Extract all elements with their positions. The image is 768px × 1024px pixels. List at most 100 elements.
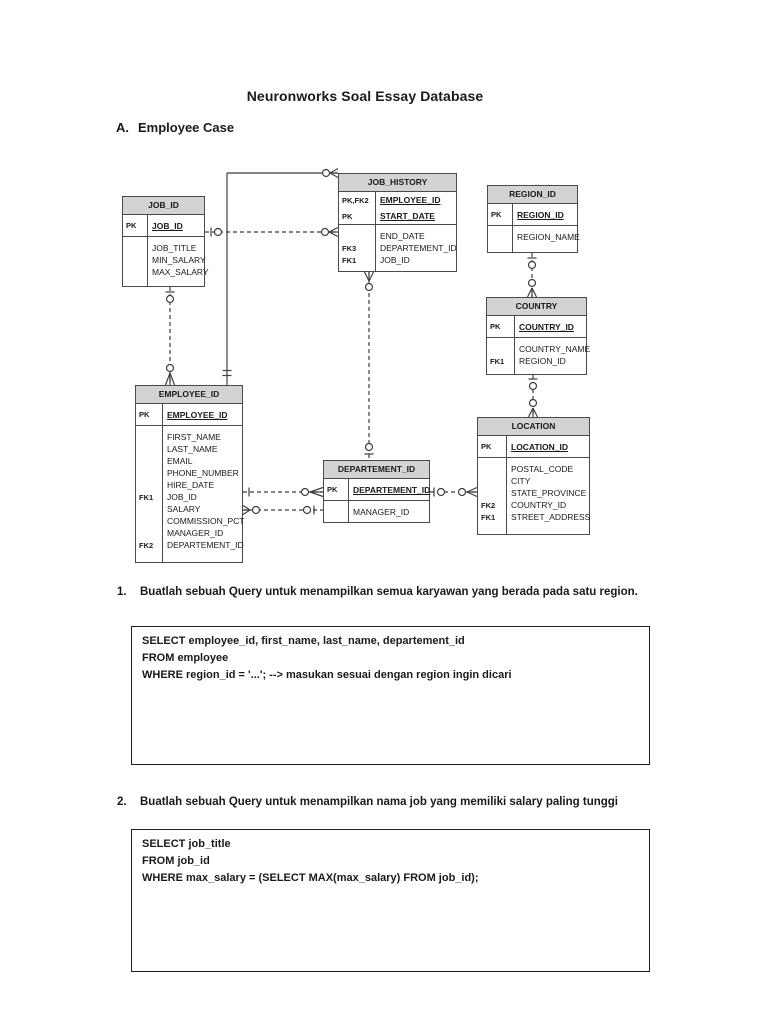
relation-region--country — [526, 253, 538, 298]
er-field-name: SALARY — [167, 504, 201, 514]
er-field-name: START_DATE — [380, 211, 435, 221]
er-table-region-id: REGION_ID PK REGION_ID REGION_NAME — [487, 185, 580, 253]
section-heading: A.Employee Case — [116, 120, 234, 135]
er-field-name: EMPLOYEE_ID — [380, 195, 441, 205]
er-key-label: PK — [490, 322, 501, 331]
er-row: SALARY — [136, 503, 242, 515]
er-field-name: JOB_ID — [152, 220, 183, 231]
er-table-title: COUNTRY — [487, 298, 586, 316]
question-2: 2. Buatlah sebuah Query untuk menampilka… — [117, 795, 618, 809]
er-body-section: REGION_NAME — [488, 226, 580, 243]
er-row: PK REGION_ID — [488, 204, 577, 225]
er-table-title: LOCATION — [478, 418, 589, 436]
er-field-name: REGION_ID — [517, 209, 564, 220]
relation-job-id--employee — [164, 287, 176, 386]
er-row: HIRE_DATE — [136, 479, 242, 491]
er-row: MAX_SALARY — [123, 266, 209, 278]
er-field-name: DEPARTEMENT_ID — [380, 243, 457, 253]
sql-line: WHERE max_salary = (SELECT MAX(max_salar… — [142, 872, 479, 884]
er-key-label: FK2 — [481, 500, 496, 510]
er-row: JOB_TITLE — [123, 242, 204, 254]
sql-answer-box-2: SELECT job_title FROM job_id WHERE max_s… — [131, 829, 650, 972]
er-field-name: END_DATE — [380, 231, 425, 241]
er-field-name: STREET_ADDRESS — [511, 512, 591, 522]
er-field-name: MIN_SALARY — [152, 255, 206, 265]
er-pk-section: PK,FK2 EMPLOYEE_ID PK START_DATE — [339, 192, 456, 225]
er-key-label: PK — [342, 211, 353, 221]
er-row: PHONE_NUMBER — [136, 467, 242, 479]
er-field-name: FIRST_NAME — [167, 432, 221, 442]
section-label: A. — [116, 120, 129, 135]
page-title: Neuronworks Soal Essay Database — [246, 88, 484, 104]
er-key-label: PK — [491, 210, 502, 219]
er-row: STATE_PROVINCE — [478, 487, 589, 499]
er-table-title: JOB_ID — [123, 197, 204, 215]
er-row: PK LOCATION_ID — [478, 436, 589, 457]
er-field-name: JOB_TITLE — [152, 243, 197, 253]
er-field-name: POSTAL_CODE — [511, 464, 574, 474]
er-row: EMAIL — [136, 455, 242, 467]
er-keycol-divider — [348, 478, 349, 522]
er-field-name: COUNTRY_ID — [519, 321, 574, 332]
er-pk-section: PK LOCATION_ID — [478, 436, 589, 458]
er-row: FK2 COUNTRY_ID — [478, 499, 589, 511]
er-key-label: FK1 — [139, 492, 154, 502]
er-key-label: PK — [481, 442, 492, 451]
er-key-label: FK1 — [490, 356, 505, 366]
er-row: FIRST_NAME — [136, 431, 242, 443]
er-row: LAST_NAME — [136, 443, 242, 455]
question-1-number: 1. — [117, 586, 127, 598]
er-field-name: DEPARTEMENT_ID — [167, 540, 244, 550]
er-field-name: LOCATION_ID — [511, 441, 568, 452]
er-key-label: PK — [139, 410, 150, 419]
er-table-title: DEPARTEMENT_ID — [324, 461, 429, 479]
er-field-name: EMAIL — [167, 456, 193, 466]
er-row: FK1 STREET_ADDRESS — [478, 511, 591, 523]
er-pk-section: PK COUNTRY_ID — [487, 316, 586, 338]
er-table-title: EMPLOYEE_ID — [136, 386, 242, 404]
er-keycol-divider — [512, 203, 513, 252]
er-row: COUNTRY_NAME — [487, 343, 590, 355]
er-field-name: CITY — [511, 476, 531, 486]
sql-line: FROM employee — [142, 652, 229, 664]
er-row: REGION_NAME — [488, 231, 580, 243]
er-body-section: MANAGER_ID — [324, 501, 429, 518]
er-row: PK COUNTRY_ID — [487, 316, 586, 337]
er-keycol-divider — [375, 191, 376, 271]
er-field-name: COUNTRY_NAME — [519, 344, 591, 354]
er-field-name: JOB_ID — [380, 255, 410, 265]
question-2-text: Buatlah sebuah Query untuk menampilkan n… — [140, 796, 618, 808]
sql-answer-box-1: SELECT employee_id, first_name, last_nam… — [131, 626, 650, 765]
er-pk-section: PK EMPLOYEE_ID — [136, 404, 242, 426]
question-1-text: Buatlah sebuah Query untuk menampilkan s… — [140, 586, 638, 598]
er-row: PK START_DATE — [339, 208, 456, 224]
er-row: MANAGER_ID — [136, 527, 242, 539]
er-keycol-divider — [162, 403, 163, 562]
er-field-name: COMMISSION_PCT — [167, 516, 245, 526]
er-field-name: JOB_ID — [167, 492, 197, 502]
er-field-name: LAST_NAME — [167, 444, 218, 454]
er-table-employee-id: EMPLOYEE_ID PK EMPLOYEE_ID FIRST_NAME LAST_N… — [135, 385, 245, 563]
er-pk-section: PK REGION_ID — [488, 204, 577, 226]
sql-line: SELECT employee_id, first_name, last_nam… — [142, 635, 465, 647]
relation-job-history--departement — [363, 271, 375, 460]
er-field-name: REGION_NAME — [517, 232, 580, 242]
er-row: MANAGER_ID — [324, 506, 429, 518]
er-field-name: COUNTRY_ID — [511, 500, 567, 510]
er-key-label: PK,FK2 — [342, 195, 369, 205]
er-table-title: REGION_ID — [488, 186, 577, 204]
er-key-label: FK1 — [481, 512, 496, 522]
er-field-name: EMPLOYEE_ID — [167, 409, 228, 420]
